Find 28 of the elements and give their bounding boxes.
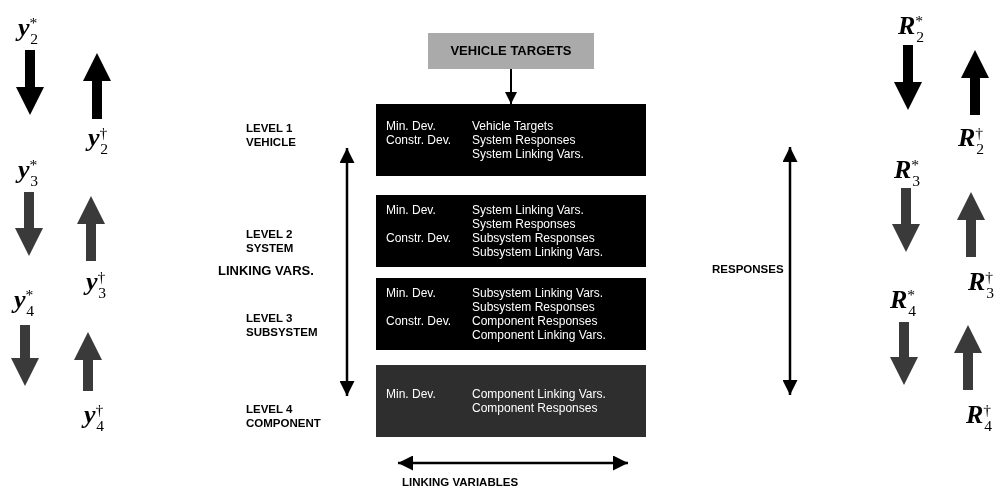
level-box [376, 365, 646, 437]
objective-label: Min. Dev. [386, 286, 437, 302]
objective-label: Constr. Dev. [386, 314, 453, 330]
objective-label: Min. Dev. [386, 119, 437, 133]
variable-list: Component Linking Vars. Component Responses [472, 387, 610, 415]
variable-list: Subsystem Responses Subsystem Linking Vars. [472, 231, 610, 259]
variable-list: Subsystem Linking Vars. Subsystem Responses [472, 286, 610, 314]
objective-label: Min. Dev. [386, 387, 437, 403]
level-label: LEVEL 2 SYSTEM [246, 227, 295, 255]
target-box [428, 33, 594, 69]
axis-label: RESPONSES [712, 263, 784, 275]
variable-list: Vehicle Targets [472, 119, 610, 133]
arrow [505, 68, 517, 105]
level-box [376, 278, 646, 350]
level-label: LEVEL 3 SUBSYSTEM [246, 311, 319, 339]
level-label: LEVEL 1 VEHICLE [246, 121, 297, 149]
level-box [376, 104, 646, 176]
objective-label: Constr. Dev. [386, 133, 453, 149]
level-box [376, 195, 646, 267]
box-title: VEHICLE TARGETS [450, 44, 572, 58]
objective-label: Constr. Dev. [386, 231, 453, 247]
variable-list: System Responses System Linking Vars. [472, 133, 610, 161]
objective-label: Min. Dev. [386, 203, 437, 219]
axis-label: LINKING VARIABLES [402, 476, 519, 488]
level-label: LEVEL 4 COMPONENT [246, 402, 322, 430]
variable-list: Component Responses Component Linking Vars. [472, 314, 610, 342]
axis-label: LINKING VARS. [218, 263, 314, 278]
variable-list: System Linking Vars. System Responses [472, 203, 610, 231]
